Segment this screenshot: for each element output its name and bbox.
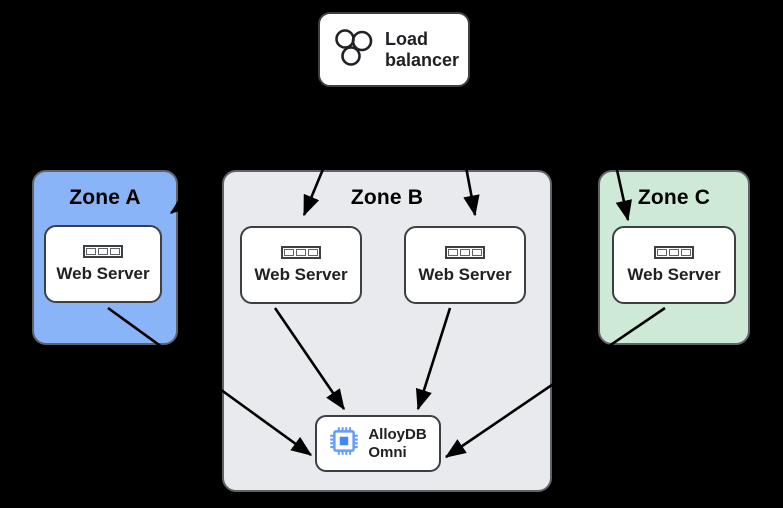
- web-server-rack-icon: [654, 245, 694, 259]
- alloydb-omni-node[interactable]: AlloyDB Omni: [315, 415, 441, 472]
- web-server-rack-icon: [281, 245, 321, 259]
- web-server-rack-icon: [83, 244, 123, 258]
- load-balancer-node[interactable]: Load balancer: [318, 12, 470, 87]
- web-server-node-zone-a[interactable]: Web Server: [44, 225, 162, 303]
- web-server-label: Web Server: [254, 264, 348, 284]
- zone-label-c: Zone C: [637, 186, 711, 209]
- web-server-node-zone-c[interactable]: Web Server: [612, 226, 736, 304]
- load-balancer-label: Load balancer: [384, 28, 460, 70]
- zone-label-b: Zone B: [350, 186, 424, 209]
- web-server-label: Web Server: [56, 263, 150, 283]
- web-server-rack-icon: [445, 245, 485, 259]
- cpu-chip-icon: [329, 426, 359, 461]
- load-balancer-circles-icon: [333, 26, 375, 73]
- zone-label-a: Zone A: [69, 186, 141, 209]
- web-server-node-zone-b-1[interactable]: Web Server: [240, 226, 362, 304]
- web-server-label: Web Server: [418, 264, 512, 284]
- web-server-node-zone-b-2[interactable]: Web Server: [404, 226, 526, 304]
- alloydb-omni-label: AlloyDB Omni: [368, 425, 427, 461]
- web-server-label: Web Server: [627, 264, 721, 284]
